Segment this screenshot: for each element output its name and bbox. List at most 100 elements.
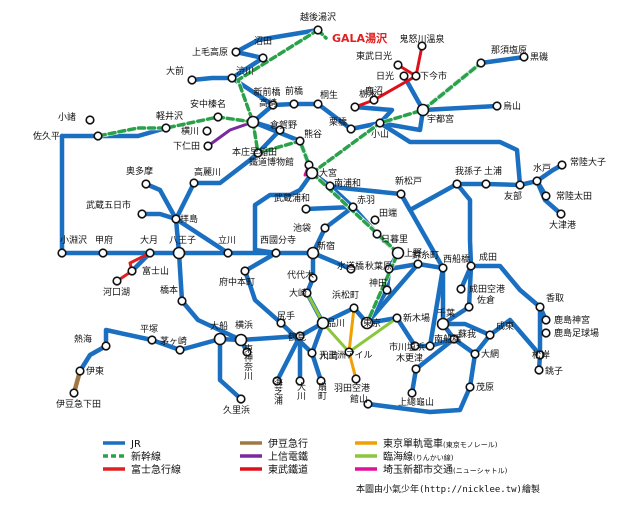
station-marker [307,348,317,358]
station-label: 横川 [181,125,199,137]
legend-item: 東武鐵道 [240,463,308,476]
station-marker [399,71,409,81]
svg-text:伊豆急行: 伊豆急行 [268,437,308,450]
jr-line [420,103,500,113]
station-label: 熊谷 [304,128,322,140]
station-label: 東京 [363,317,381,329]
station-label: 佐倉 [477,294,495,306]
jr-line [59,125,169,139]
svg-text:富士急行線: 富士急行線 [131,463,181,476]
station-label: 渋川 [236,65,254,77]
svg-text:東武鐵道: 東武鐵道 [268,463,308,476]
station-label: 天王洲アイル [319,350,373,361]
station-label: 八王子 [169,235,196,246]
station-label: 田端 [379,207,397,219]
station-label: 黒磯 [530,51,548,63]
station-label: 大前 [166,65,184,77]
station-label: 鬼怒川溫泉 [399,33,444,45]
station-marker [147,335,157,345]
station-label: 上野 [404,248,422,259]
station-marker [98,248,108,258]
station-marker [85,115,95,125]
station-label: 水戸 [533,162,551,174]
joshin-line [206,120,255,148]
station-marker [213,332,227,346]
legend-item: JR [103,439,141,450]
station-marker [316,376,326,386]
station-label: 那須塩原 [491,44,527,56]
station-label: 伊東 [86,365,104,377]
station-marker [137,209,147,219]
legend-item: 新幹線 [103,450,161,463]
station-label: 成田 [479,251,497,263]
station-label: 下今市 [420,70,447,82]
station-marker [187,75,197,85]
station-marker [449,334,459,344]
station-label: 木更津 [396,352,423,364]
station-marker [202,126,212,136]
jr-line [364,261,421,326]
station-label: 奥多摩 [126,165,153,177]
station-label: 武蔵五日市 [86,199,131,211]
station-marker [313,99,323,109]
station-marker [413,259,423,269]
station-label: 茅ヶ崎 [160,335,187,347]
jr-line [217,336,244,402]
station-marker [465,382,475,392]
station-label: 武蔵浦和 [274,192,310,204]
tobu-line [353,63,418,109]
station-label: 栗橋 [329,116,347,128]
station-marker [411,71,421,81]
svg-text:新幹線: 新幹線 [131,450,161,463]
station-marker [436,317,450,331]
station-marker [350,102,360,112]
station-label: 蘇我 [458,328,476,340]
station-label: 倉賀野 [270,119,297,131]
station-marker [295,376,305,386]
station-marker [369,95,379,105]
station-label: 烏山 [503,100,521,112]
station-label: 下仁田 [173,140,200,152]
station-marker [410,341,420,351]
station-marker [240,266,250,276]
station-label: 大網 [481,348,499,360]
station-marker [411,364,421,374]
jr-line [536,304,543,373]
station-marker [69,388,79,398]
station-label: 高崎 [259,97,277,109]
jr-line [242,268,315,356]
station-marker [375,118,385,128]
station-label: 成田空港 [469,283,505,295]
station-label: 新宿 [317,240,335,252]
station-labels: 越後湯沢GALA湯沢上毛高原沼田大前渋川鬼怒川溫泉東武日光日光下今市那須塩原黒磯… [33,11,606,416]
station-marker [268,100,278,110]
station-marker [161,123,171,133]
jr-line [189,75,235,83]
station-marker [253,148,263,158]
station-marker [227,73,237,83]
station-marker [393,60,403,70]
station-marker [289,99,299,109]
station-marker [242,347,252,357]
station-label: 桐生 [320,89,338,101]
station-marker [481,179,491,189]
jr-line [143,181,182,256]
station-label: 東武日光 [356,50,392,62]
station-marker [236,394,246,404]
station-label: 安中榛名 [190,98,226,110]
jr-line [327,183,446,271]
station-marker [231,47,241,57]
station-label: 高麗川 [194,166,221,178]
station-marker [515,180,525,190]
tokyo-monorail-line [347,306,358,381]
rinkai-line [305,291,399,354]
station-label: 鶴見 [288,331,306,343]
station-marker [348,202,358,212]
station-label: 鹿島神宮 [554,314,590,326]
station-marker [246,115,260,129]
station-label: 軽井沢 [156,110,183,122]
station-marker [316,316,330,330]
station-label: 松岸 [532,349,550,361]
station-label: 代代木 [287,269,314,281]
